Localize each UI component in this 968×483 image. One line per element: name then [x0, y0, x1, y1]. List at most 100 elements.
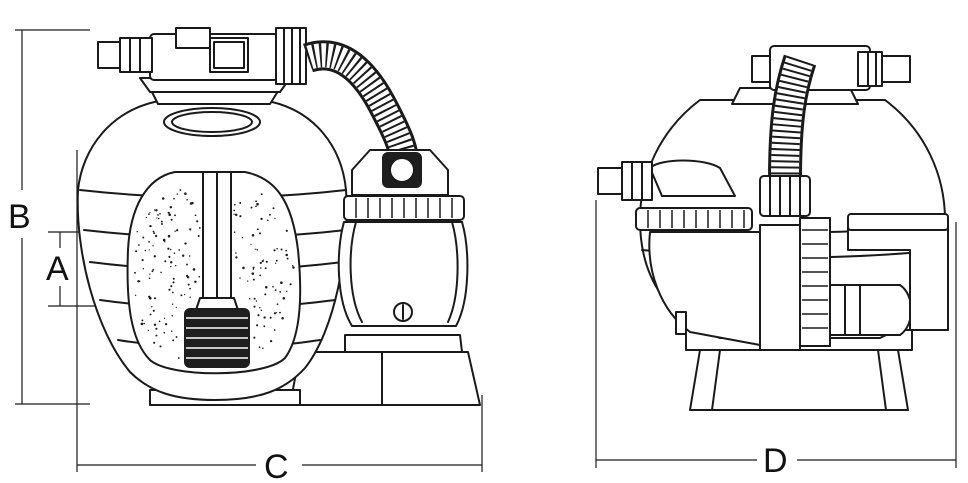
- sand-particle: [260, 267, 262, 269]
- sand-particle: [273, 329, 276, 331]
- sand-particle: [171, 303, 174, 305]
- sand-particle: [260, 217, 263, 221]
- sand-particle: [184, 192, 187, 195]
- sand-particle: [274, 262, 277, 264]
- sand-particle: [257, 314, 260, 317]
- sand-particle: [145, 216, 147, 219]
- multiport-valve: [97, 27, 307, 93]
- sand-particle: [259, 274, 262, 277]
- sand-particle: [189, 296, 191, 298]
- sand-particle: [264, 293, 267, 296]
- sand-particle: [151, 306, 153, 308]
- sand-particle: [235, 256, 238, 259]
- sand-particle: [183, 293, 186, 296]
- sand-particle: [253, 305, 256, 308]
- sand-particle: [252, 266, 255, 269]
- sand-particle: [153, 255, 156, 258]
- dimension-label-c: C: [264, 448, 289, 483]
- sand-particle: [149, 212, 151, 214]
- sand-particle: [285, 253, 288, 257]
- sand-particle: [258, 232, 262, 235]
- sand-particle: [266, 219, 269, 222]
- sand-particle: [156, 217, 158, 219]
- sand-particle: [180, 294, 183, 297]
- sand-particle: [262, 347, 264, 349]
- sand-particle: [154, 209, 156, 211]
- sand-particle: [268, 213, 271, 216]
- sand-particle: [177, 357, 180, 359]
- sand-particle: [276, 303, 279, 306]
- sand-particle: [281, 316, 284, 320]
- sand-particle: [253, 336, 256, 339]
- side-inlet-fitting: [597, 159, 736, 201]
- sand-particle: [187, 283, 190, 286]
- sand-particle: [176, 229, 179, 232]
- sand-particle: [263, 316, 266, 319]
- sand-particle: [160, 220, 163, 223]
- sand-particle: [165, 323, 168, 326]
- sand-particle: [175, 335, 178, 338]
- sand-particle: [158, 217, 160, 220]
- sand-particle: [261, 260, 264, 263]
- sand-particle: [148, 249, 150, 251]
- sand-particle: [174, 214, 176, 217]
- sand-particle: [162, 238, 166, 242]
- sand-particle: [170, 285, 173, 288]
- sand-particle: [171, 291, 174, 294]
- sand-particle: [233, 209, 236, 212]
- sand-particle: [259, 261, 262, 264]
- sand-particle: [148, 277, 151, 280]
- sand-particle: [136, 231, 138, 233]
- sand-particle: [169, 248, 172, 251]
- sand-particle: [198, 227, 201, 229]
- sand-particle: [149, 313, 152, 316]
- sand-particle: [163, 331, 166, 334]
- sand-particle: [142, 236, 145, 239]
- sand-particle: [148, 295, 151, 298]
- sand-particle: [255, 200, 257, 203]
- sand-particle: [155, 209, 158, 212]
- sand-particle: [171, 314, 174, 317]
- sand-particle: [274, 289, 277, 292]
- lateral-basket: [184, 308, 250, 368]
- sand-particle: [263, 325, 266, 328]
- sand-particle: [285, 249, 288, 252]
- sand-particle: [158, 320, 161, 323]
- dimension-b: B: [8, 29, 90, 405]
- sand-particles: [134, 189, 295, 359]
- sand-particle: [172, 281, 175, 284]
- sand-particle: [280, 248, 283, 251]
- sand-particle: [155, 334, 158, 337]
- sand-particle: [189, 287, 191, 290]
- sand-particle: [250, 206, 253, 209]
- side-pump-housing: [648, 213, 949, 351]
- dimension-label-d: D: [763, 442, 788, 480]
- sand-particle: [186, 263, 188, 266]
- sand-particle: [198, 275, 201, 278]
- sand-particle: [143, 322, 145, 325]
- sand-particle: [134, 271, 136, 274]
- sand-particle: [168, 213, 171, 217]
- sand-particle: [255, 300, 258, 302]
- dimension-d: D: [595, 200, 957, 480]
- sand-particle: [161, 197, 165, 200]
- sand-particle: [137, 280, 140, 283]
- sand-particle: [258, 346, 261, 349]
- sand-particle: [282, 297, 286, 300]
- sand-particle: [164, 260, 167, 263]
- sand-particle: [173, 197, 175, 200]
- front-view: [76, 27, 481, 406]
- sand-particle: [272, 286, 274, 288]
- sand-particle: [167, 234, 171, 238]
- sand-particle: [256, 324, 259, 327]
- side-view: [597, 45, 949, 411]
- sand-particle: [168, 255, 171, 258]
- sand-particle: [248, 297, 251, 300]
- sand-particle: [250, 243, 252, 246]
- sand-particle: [159, 345, 162, 348]
- sand-particle: [292, 266, 295, 269]
- sand-particle: [186, 198, 188, 201]
- sand-particle: [252, 278, 255, 281]
- sand-particle: [153, 323, 157, 327]
